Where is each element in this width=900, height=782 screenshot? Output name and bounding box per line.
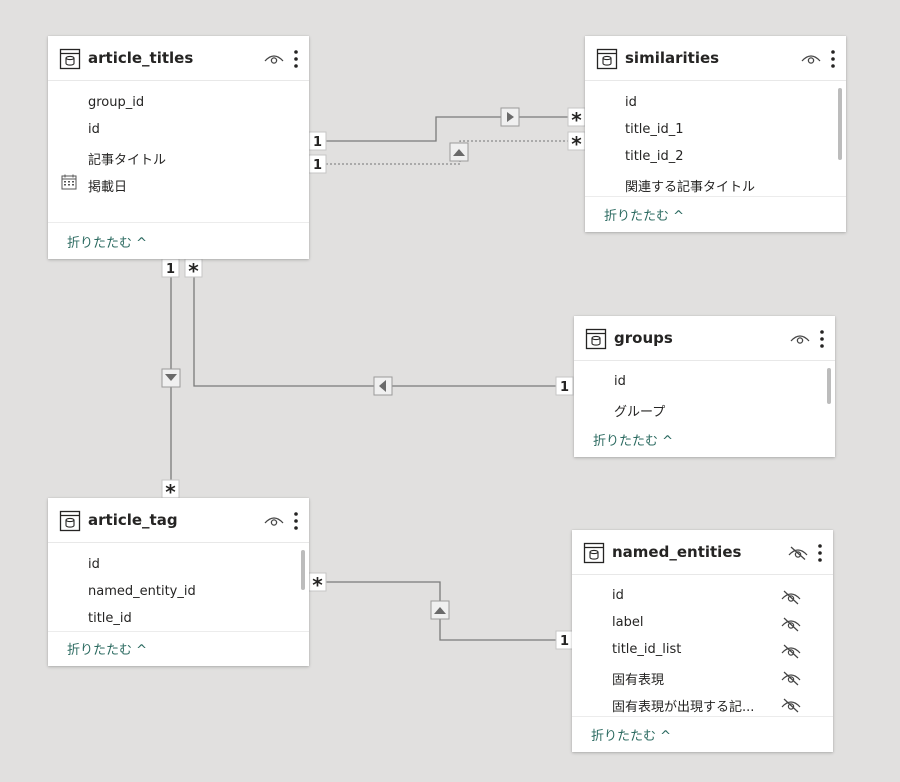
collapse-link[interactable]: 折りたたむ ^ [604,209,685,224]
cardinality-label: 1 [166,262,175,277]
field-item[interactable]: 記事タイトル [88,153,167,168]
field-list: id label title_id_list 固有表現 固有表現が出現する記..… [572,575,833,716]
field-item[interactable]: id [88,557,100,572]
card-header[interactable]: article_titles [48,36,309,81]
table-icon [59,510,81,532]
more-options-icon[interactable] [293,511,299,531]
table-icon [596,48,618,70]
field-item[interactable]: group_id [88,95,145,110]
field-item[interactable]: title_id [88,611,132,626]
more-options-icon[interactable] [830,49,836,69]
cardinality-label: * [165,480,176,504]
divider [585,196,846,197]
cardinality-many-entities-tag: * [308,572,327,597]
cardinality-label: 1 [560,380,569,395]
field-item[interactable]: title_id_1 [625,122,684,137]
more-options-icon[interactable] [819,329,825,349]
table-card-article-tag[interactable]: article_tag id named_entity_id title_id … [48,498,309,666]
cardinality-label: * [571,108,582,132]
table-icon [585,328,607,350]
card-header[interactable]: article_tag [48,498,309,543]
field-item[interactable]: 掲載日 [88,180,128,195]
eye-icon[interactable] [790,332,810,346]
field-item[interactable]: title_id_list [612,642,682,657]
cardinality-one-groups-titles: 1 [555,376,574,396]
collapse-link[interactable]: 折りたたむ ^ [67,643,148,658]
hidden-eye-icon[interactable] [781,589,801,605]
eye-icon[interactable] [264,52,284,66]
more-options-icon[interactable] [293,49,299,69]
divider [48,631,309,632]
relationship-groups-titles[interactable] [193,277,556,396]
card-header[interactable]: similarities [585,36,846,81]
hidden-eye-icon[interactable] [781,616,801,632]
scrollbar[interactable] [827,368,831,404]
table-title[interactable]: named_entities [612,543,742,561]
calendar-icon [61,174,77,190]
hidden-eye-icon[interactable] [781,670,801,686]
relationship-entities-tag[interactable] [326,581,556,641]
table-title[interactable]: similarities [625,49,720,67]
cardinality-label: * [312,573,323,597]
field-item[interactable]: label [612,615,644,630]
card-header[interactable]: named_entities [572,530,833,575]
table-card-similarities[interactable]: similarities id title_id_1 title_id_2 関連… [585,36,846,232]
table-card-article-titles[interactable]: article_titles group_id id 記事タイトル 掲載日 折り… [48,36,309,259]
table-card-named-entities[interactable]: named_entities id label title_id_list 固有… [572,530,833,752]
eye-icon[interactable] [264,514,284,528]
cardinality-label: 1 [560,634,569,649]
table-icon [59,48,81,70]
card-header[interactable]: groups [574,316,835,361]
field-list: group_id id 記事タイトル 掲載日 [48,81,309,221]
cardinality-many-titles-sim1: * [567,107,586,132]
cardinality-one-titles-sim2: 1 [308,154,327,174]
relationship-titles-similarities-2[interactable] [326,140,568,165]
table-card-groups[interactable]: groups id グループ 折りたたむ ^ [574,316,835,457]
collapse-link[interactable]: 折りたたむ ^ [593,434,674,449]
cardinality-label: * [571,132,582,156]
table-title[interactable]: article_tag [88,511,178,529]
field-item[interactable]: id [625,95,637,110]
field-item[interactable]: 固有表現 [612,673,665,688]
more-options-icon[interactable] [817,543,823,563]
divider [48,222,309,223]
cardinality-one-entities-tag: 1 [555,630,574,650]
cardinality-one-titles-sim1: 1 [308,131,327,151]
table-title[interactable]: groups [614,329,673,347]
field-item[interactable]: named_entity_id [88,584,196,599]
relationship-titles-similarities-1[interactable] [326,107,568,142]
field-item[interactable]: 固有表現が出現する記... [612,700,755,715]
collapse-link[interactable]: 折りたたむ ^ [67,236,148,251]
relationship-titles-tag[interactable] [161,277,181,480]
cardinality-one-titles-tag: 1 [161,258,180,278]
field-item[interactable]: グループ [614,405,666,420]
table-icon [583,542,605,564]
field-list: id title_id_1 title_id_2 関連する記事タイトル [585,81,846,196]
cardinality-many-groups-titles: * [184,258,203,283]
field-item[interactable]: 関連する記事タイトル [625,180,756,195]
hidden-eye-icon[interactable] [788,546,808,560]
cardinality-label: 1 [313,135,322,150]
field-item[interactable]: title_id_2 [625,149,684,164]
field-list: id named_entity_id title_id [48,543,309,631]
collapse-link[interactable]: 折りたたむ ^ [591,729,672,744]
hidden-eye-icon[interactable] [781,697,801,713]
field-item[interactable]: id [614,374,626,389]
field-item[interactable]: id [88,122,100,137]
scrollbar[interactable] [301,550,305,590]
cardinality-label: 1 [313,158,322,173]
field-list: id グループ [574,361,835,421]
scrollbar[interactable] [838,88,842,160]
hidden-eye-icon[interactable] [781,643,801,659]
cardinality-label: * [188,259,199,283]
divider [572,716,833,717]
cardinality-many-titles-sim2: * [567,131,586,156]
field-item[interactable]: id [612,588,624,603]
table-title[interactable]: article_titles [88,49,194,67]
eye-icon[interactable] [801,52,821,66]
